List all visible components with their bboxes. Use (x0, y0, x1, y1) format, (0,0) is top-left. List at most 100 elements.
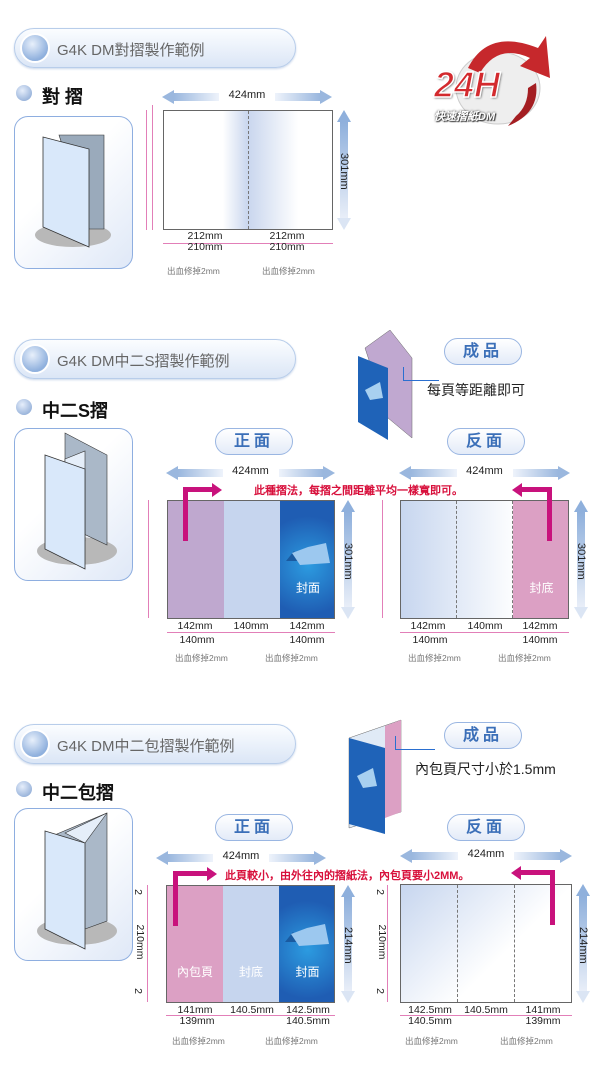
side-dim-label: 2 (374, 988, 386, 994)
height-label: 214mm (342, 927, 354, 964)
bleed-note: 出血修掉2mm (405, 1036, 458, 1046)
header-bullet-icon (20, 33, 50, 63)
magenta-arrow (550, 870, 555, 925)
height-arrow: 301mm (337, 110, 351, 230)
fold-illustration-box (14, 428, 133, 581)
dim-line (400, 1015, 572, 1016)
magenta-arrow (183, 487, 213, 492)
panel-back-cover: 封底 (513, 501, 568, 618)
side-dim-label: 2 (132, 988, 144, 994)
back-tag: 反面 (447, 814, 525, 841)
bleed-line (148, 500, 149, 618)
bleed-note: 出血修掉2mm (500, 1036, 553, 1046)
dim-label: 210mm (187, 241, 223, 253)
finished-tag: 成品 (444, 722, 522, 749)
width-label: 424mm (232, 465, 269, 477)
header-bullet-icon (20, 344, 50, 374)
fold-title: 中二S摺 (42, 401, 109, 421)
dim-label: 210mm (269, 241, 305, 253)
magenta-arrowhead-icon (512, 483, 522, 497)
bleed-line (387, 885, 388, 1002)
bleed-note: 出血修掉2mm (175, 653, 228, 663)
width-arrow: 424mm (162, 89, 332, 104)
dim-line (167, 632, 335, 633)
dim-line (163, 243, 333, 244)
dim-label: 141mm (177, 1004, 213, 1016)
panel-label: 封底 (238, 965, 263, 979)
dim-label: 140mm (412, 634, 448, 646)
panel (224, 501, 280, 618)
dim-label: 140mm (233, 620, 269, 632)
dim-label: 140mm (522, 634, 558, 646)
side-dim-label: 210mm (376, 924, 388, 960)
bleed-note: 出血修掉2mm (265, 653, 318, 663)
back-tag: 反面 (447, 428, 525, 455)
panel (168, 501, 224, 618)
24h-logo: 24H 快速摺紙DM (428, 28, 558, 128)
dim-label: 140mm (467, 620, 503, 632)
dim-label: 139mm (179, 1015, 215, 1027)
s-fold-back-sheet: 封底 (400, 500, 569, 619)
dim-label: 140mm (179, 634, 215, 646)
dim-label: 142.5mm (286, 1004, 330, 1016)
width-label: 424mm (228, 89, 266, 101)
bleed-note: 出血修掉2mm (167, 266, 220, 276)
pointer-line (403, 367, 439, 381)
dim-label: 142mm (522, 620, 558, 632)
wrap-fold-sheet-icon (37, 812, 117, 950)
magenta-arrow (183, 487, 188, 541)
panel-back-cover: 封底 (223, 886, 279, 1002)
bullet-icon (16, 85, 32, 101)
dim-line (400, 632, 569, 633)
bleed-line (146, 110, 147, 230)
front-tag: 正面 (215, 428, 293, 455)
bleed-line (147, 885, 148, 1002)
dim-label: 140.5mm (286, 1015, 330, 1027)
dim-label: 140.5mm (230, 1004, 274, 1016)
pointer-line (395, 736, 435, 750)
dim-line (166, 1015, 335, 1016)
finished-note: 每頁等距離即可 (427, 382, 525, 398)
front-tag: 正面 (215, 814, 293, 841)
bleed-line (152, 105, 153, 230)
bleed-line (382, 500, 383, 618)
height-arrow: 301mm (574, 500, 588, 619)
dim-label: 140.5mm (464, 1004, 508, 1016)
cover-logo-icon (286, 543, 330, 565)
width-arrow: 424mm (156, 850, 326, 865)
width-label: 424mm (466, 465, 503, 477)
magenta-arrow (547, 487, 552, 541)
s-fold-front-sheet: 封面 (167, 500, 335, 619)
dim-label: 142mm (289, 620, 325, 632)
panel-cover: 封面 (280, 501, 334, 618)
panel-label: 封面 (295, 965, 320, 979)
finished-note: 內包頁尺寸小於1.5mm (415, 761, 556, 777)
width-arrow: 424mm (400, 848, 572, 863)
width-label: 424mm (467, 848, 505, 860)
side-dim-label: 210mm (134, 924, 146, 960)
dim-label: 141mm (525, 1004, 561, 1016)
side-dim-label: 2 (374, 889, 386, 895)
dim-label: 139mm (525, 1015, 561, 1027)
cover-logo-icon (285, 924, 329, 946)
fold-note: 此頁較小，由外往內的摺紙法，內包頁要小2MM。 (225, 870, 470, 882)
bleed-note: 出血修掉2mm (172, 1036, 225, 1046)
panel-cover: 封面 (279, 886, 334, 1002)
dim-label: 212mm (187, 230, 223, 242)
magenta-arrowhead-icon (212, 483, 222, 497)
bullet-icon (16, 781, 32, 797)
height-label: 301mm (338, 153, 350, 190)
fold-title: 中二包摺 (42, 783, 114, 803)
bullet-icon (16, 399, 32, 415)
section-header-wrap-fold: G4K DM中二包摺製作範例 (14, 724, 296, 764)
height-label: 301mm (342, 542, 354, 580)
magenta-arrow (173, 871, 178, 926)
dim-label: 140mm (289, 634, 325, 646)
finished-s-fold-image (350, 329, 420, 447)
magenta-arrow (520, 870, 555, 875)
dim-label: 142mm (410, 620, 446, 632)
bleed-note: 出血修掉2mm (265, 1036, 318, 1046)
magenta-arrowhead-icon (511, 866, 521, 880)
finished-tag: 成品 (444, 338, 522, 365)
dim-label: 142mm (177, 620, 213, 632)
